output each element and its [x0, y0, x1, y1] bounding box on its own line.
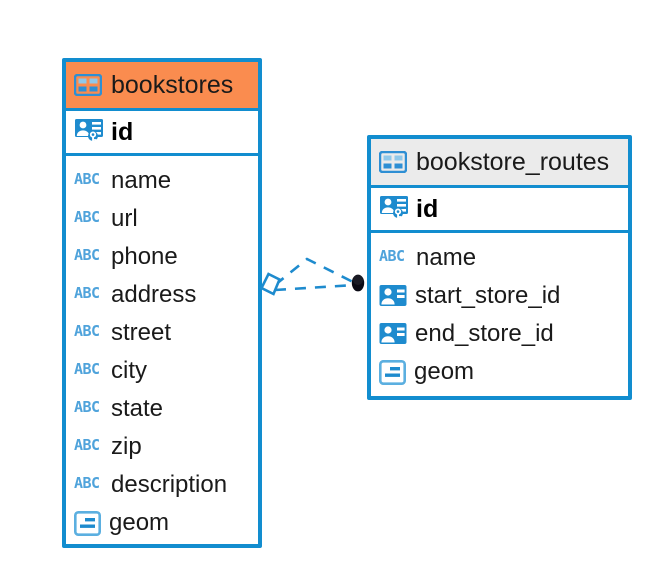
field-label-geom: geom [109, 509, 170, 536]
entity-bookstores-header[interactable]: bookstores [66, 62, 258, 108]
entity-bookstore-routes[interactable]: bookstore_routes [367, 135, 632, 400]
abc-text-icon: ABC [379, 249, 408, 267]
entity-bookstores-title: bookstores [111, 70, 234, 99]
field-label-description: description [111, 471, 228, 498]
field-label-name: name [416, 244, 477, 271]
field-label-state: state [111, 395, 164, 422]
primary-key-icon [379, 195, 409, 223]
abc-text-icon: ABC [74, 248, 103, 266]
field-label-zip: zip [111, 433, 142, 460]
table-icon [378, 150, 408, 174]
field-row-zip[interactable]: ABC zip [74, 428, 250, 466]
field-row-name[interactable]: ABC name [379, 239, 620, 277]
field-label-url: url [111, 205, 138, 232]
abc-text-icon: ABC [74, 210, 103, 228]
field-row-start-store-id[interactable]: start_store_id [379, 277, 620, 315]
field-row-geom[interactable]: geom [73, 504, 250, 542]
field-label-street: street [111, 319, 172, 346]
field-row-city[interactable]: ABC city [74, 352, 250, 390]
abc-text-glyph: ABC [74, 170, 100, 188]
field-label-name: name [111, 167, 172, 194]
relationship-target-circle-highlight-icon [353, 275, 363, 285]
field-label-id: id [416, 194, 439, 223]
abc-text-icon: ABC [74, 172, 103, 190]
field-row-street[interactable]: ABC street [74, 314, 250, 352]
abc-text-glyph: ABC [74, 246, 100, 264]
field-label-start-store-id: start_store_id [415, 282, 561, 309]
entity-bookstores[interactable]: bookstores [62, 58, 262, 548]
abc-text-icon: ABC [74, 324, 103, 342]
abc-text-icon: ABC [74, 286, 103, 304]
abc-text-glyph: ABC [74, 474, 100, 492]
field-label-id: id [111, 117, 134, 146]
abc-text-glyph: ABC [74, 284, 100, 302]
field-row-state[interactable]: ABC state [74, 390, 250, 428]
abc-text-glyph: ABC [74, 398, 100, 416]
entity-bookstore-routes-title: bookstore_routes [416, 147, 610, 176]
abc-text-icon: ABC [74, 438, 103, 456]
geometry-icon [378, 359, 406, 385]
foreign-key-icon [379, 322, 407, 346]
field-row-primary-key[interactable]: id [371, 185, 628, 233]
field-label-phone: phone [111, 243, 178, 270]
abc-text-glyph: ABC [379, 247, 405, 265]
field-label-address: address [111, 281, 197, 308]
field-label-city: city [111, 357, 147, 384]
abc-text-icon: ABC [74, 476, 103, 494]
relationship-line-lower [274, 283, 356, 292]
primary-key-icon [74, 118, 104, 146]
abc-text-glyph: ABC [74, 208, 100, 226]
abc-text-icon: ABC [74, 400, 103, 418]
abc-text-glyph: ABC [74, 360, 100, 378]
foreign-key-icon [379, 284, 407, 308]
entity-bookstore-routes-header[interactable]: bookstore_routes [371, 139, 628, 185]
field-row-address[interactable]: ABC address [74, 276, 250, 314]
field-label-geom: geom [414, 358, 475, 385]
field-row-end-store-id[interactable]: end_store_id [379, 315, 620, 353]
field-row-url[interactable]: ABC url [74, 200, 250, 238]
entity-bookstores-field-list: ABC name ABC url ABC phone ABC [66, 156, 258, 546]
relationship-source-diamond-icon [259, 272, 282, 296]
entity-bookstore-routes-field-list: ABC name start_store_id [371, 233, 628, 395]
field-label-end-store-id: end_store_id [415, 320, 554, 347]
geometry-icon [73, 510, 101, 536]
abc-text-icon: ABC [74, 362, 103, 380]
relationship-line-upper [274, 257, 356, 287]
abc-text-glyph: ABC [74, 436, 100, 454]
field-row-name[interactable]: ABC name [74, 162, 250, 200]
relationship-target-circle-icon [351, 274, 365, 292]
field-row-geom[interactable]: geom [378, 353, 620, 391]
field-row-description[interactable]: ABC description [74, 466, 250, 504]
relationship-connector-bookstores-to-bookstore-routes[interactable] [255, 245, 385, 315]
field-row-phone[interactable]: ABC phone [74, 238, 250, 276]
table-icon [73, 73, 103, 97]
field-row-primary-key[interactable]: id [66, 108, 258, 156]
abc-text-glyph: ABC [74, 322, 100, 340]
